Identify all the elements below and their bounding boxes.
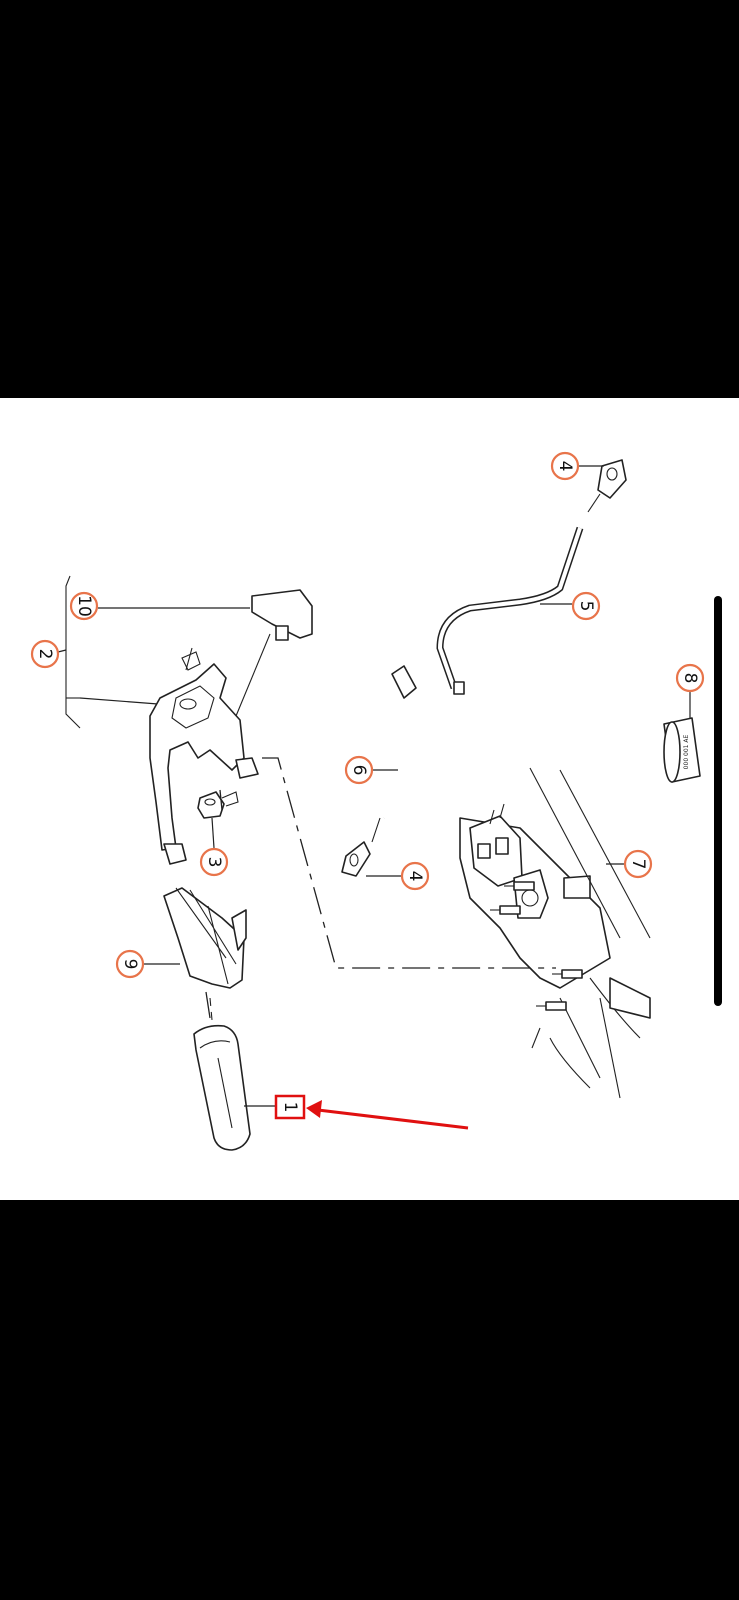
callout-5: 5 [571, 591, 601, 621]
callout-4b: 4 [400, 861, 430, 891]
part-cable-5 [436, 526, 584, 695]
callout-8: 8 [675, 663, 705, 693]
exploded-view-drawing: 000 001 AE 10 2 3 9 1 [30, 451, 705, 1151]
part-cable-end-4a [578, 459, 627, 513]
callout-label-3: 3 [204, 857, 224, 868]
callout-6: 6 [344, 755, 374, 785]
bolts [490, 881, 583, 1011]
callout-7: 7 [623, 849, 653, 879]
callout-10: 10 [69, 591, 99, 621]
assembly-line [205, 757, 556, 1019]
part-cable-end-4b [341, 841, 402, 877]
callout-label-4b: 4 [405, 871, 425, 882]
part-lever-assembly-2 [149, 647, 259, 865]
callout-label-10: 10 [74, 595, 94, 617]
group-bracket-2 [57, 575, 159, 729]
part-bush-3 [197, 791, 239, 849]
callout-label-2: 2 [35, 649, 55, 660]
callout-label-1: 1 [280, 1102, 300, 1113]
sleeve-marking: 000 001 AE [683, 734, 690, 769]
part-sleeve-8: 000 001 AE [663, 692, 701, 783]
callout-4a: 4 [550, 451, 580, 481]
parts-diagram: 000 001 AE 10 2 3 9 1 [0, 398, 739, 1200]
callout-label-6: 6 [349, 765, 369, 776]
scroll-indicator[interactable] [714, 596, 722, 1006]
callout-label-5: 5 [576, 601, 596, 612]
part-switch-10 [98, 589, 313, 717]
part-gaiter-9 [144, 887, 247, 989]
callout-label-7: 7 [628, 859, 648, 870]
callout-9: 9 [115, 949, 145, 979]
part-cable-6 [371, 665, 433, 843]
callout-label-4a: 4 [555, 461, 575, 472]
callout-3: 3 [199, 847, 229, 877]
callout-label-8: 8 [680, 673, 700, 684]
callout-1: 1 [274, 1094, 469, 1130]
part-handle-grip-1 [193, 997, 276, 1151]
callout-label-9: 9 [120, 959, 140, 970]
callout-2: 2 [30, 639, 60, 669]
part-mounting-bracket-7 [459, 767, 651, 1099]
